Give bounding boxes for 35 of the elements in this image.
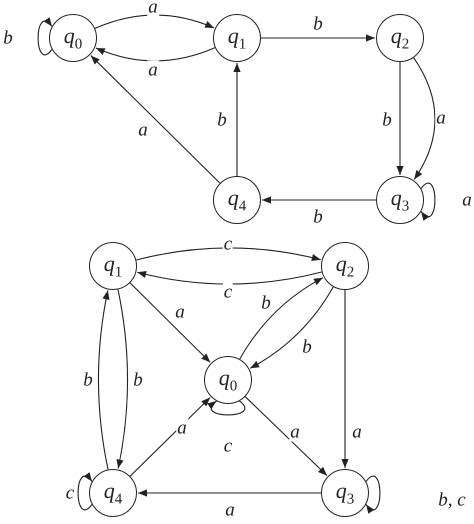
transition-arrow <box>261 34 375 42</box>
transition-arrow <box>116 289 128 469</box>
self-loop-arrow <box>208 400 246 416</box>
transition-arrow <box>341 290 349 468</box>
transition-arrow <box>233 63 241 176</box>
transition-arrow <box>250 286 334 369</box>
state-circle: q$_{0}$ <box>49 14 97 62</box>
transition-arrow <box>239 277 324 360</box>
state-circle: q$_{4}$ <box>89 469 137 517</box>
edge-label: b, c <box>437 490 467 510</box>
transition-arrow <box>262 196 376 204</box>
state-circle: q$_{4}$ <box>213 176 261 224</box>
transition-arrow <box>94 14 214 29</box>
state-circle: q$_{1}$ <box>213 14 261 62</box>
transition-arrow <box>96 47 216 62</box>
self-loop-arrow <box>78 472 92 510</box>
transition-arrow <box>137 270 322 285</box>
transition-arrow <box>136 247 321 262</box>
self-loop-arrow <box>366 476 380 514</box>
self-loop-arrow <box>38 18 52 56</box>
transition-arrow <box>98 290 110 470</box>
state-circle: q$_{3}$ <box>376 176 424 224</box>
transition-arrow <box>90 55 220 184</box>
state-circle: q$_{2}$ <box>321 242 369 290</box>
self-loop-arrow <box>420 182 436 220</box>
transition-arrow <box>396 62 404 175</box>
state-circle: q$_{3}$ <box>321 469 369 517</box>
state-circle: q$_{1}$ <box>89 242 137 290</box>
transition-arrow <box>130 397 211 477</box>
transition-arrow <box>244 396 328 476</box>
transition-arrow <box>130 282 211 363</box>
state-circle: q$_{2}$ <box>376 14 424 62</box>
state-circle: q$_{0}$ <box>204 356 252 404</box>
transition-arrow <box>138 489 321 497</box>
transition-arrow <box>413 57 436 180</box>
